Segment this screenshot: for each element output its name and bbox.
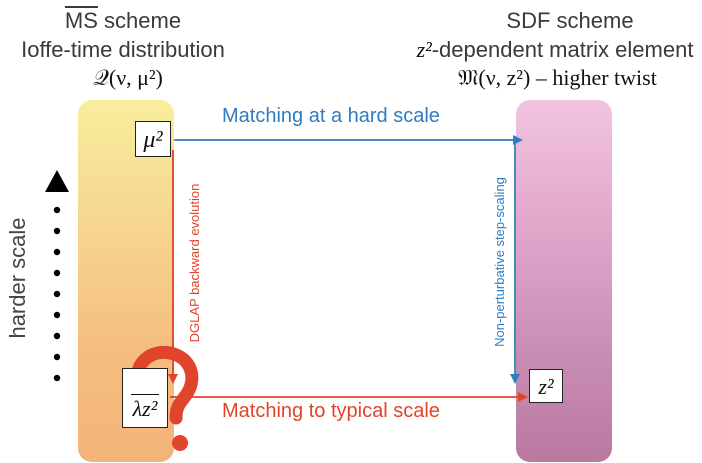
- right-scheme-title: SDF scheme: [506, 8, 634, 33]
- scale-dot: [53, 311, 61, 319]
- scale-dot: [53, 248, 61, 256]
- scale-dot: [53, 353, 61, 361]
- scale-dot: [53, 227, 61, 235]
- left-scheme-title: MS scheme: [18, 8, 228, 34]
- hard-scale-label: Matching at a hard scale: [222, 105, 440, 127]
- right-subtitle-text: -dependent matrix element: [431, 37, 694, 62]
- step-scaling-label: Non-perturbative step-scaling: [492, 177, 507, 347]
- right-formula-suffix: – higher twist: [530, 65, 657, 90]
- dglap-label: DGLAP backward evolution: [187, 183, 202, 343]
- left-subtitle: Ioffe-time distribution: [21, 37, 225, 62]
- harder-scale-label-wrap: harder scale: [5, 200, 30, 360]
- question-mark-icon: [130, 345, 199, 451]
- step-scaling-label-wrap: Non-perturbative step-scaling: [492, 148, 507, 378]
- lambda-z-squared-box: λz²: [122, 368, 168, 428]
- z-squared-box: z²: [529, 369, 563, 403]
- right-formula: 𝔐(ν, z²) – higher twist: [420, 65, 695, 91]
- harder-scale-arrowhead-icon: [45, 170, 69, 192]
- mu-squared-box: μ²: [135, 121, 171, 157]
- typical-scale-label: Matching to typical scale: [222, 400, 440, 422]
- harder-scale-label: harder scale: [5, 217, 30, 339]
- scale-dot: [53, 206, 61, 214]
- harder-scale-indicator: [45, 170, 69, 382]
- left-formula: 𝒬(ν, μ²): [93, 65, 163, 90]
- lambda-z-squared-text: λz²: [130, 394, 160, 427]
- dglap-label-wrap: DGLAP backward evolution: [187, 152, 202, 372]
- right-subtitle-math: z²: [416, 37, 432, 62]
- right-formula-main: 𝔐(ν, z²): [458, 65, 531, 90]
- scale-dot: [53, 374, 61, 382]
- scale-dot: [53, 332, 61, 340]
- right-subtitle: z²-dependent matrix element: [410, 37, 700, 63]
- scale-dot: [53, 290, 61, 298]
- ms-bar-text: MS: [64, 8, 98, 33]
- left-scheme-suffix: scheme: [97, 8, 182, 33]
- scale-dot: [53, 269, 61, 277]
